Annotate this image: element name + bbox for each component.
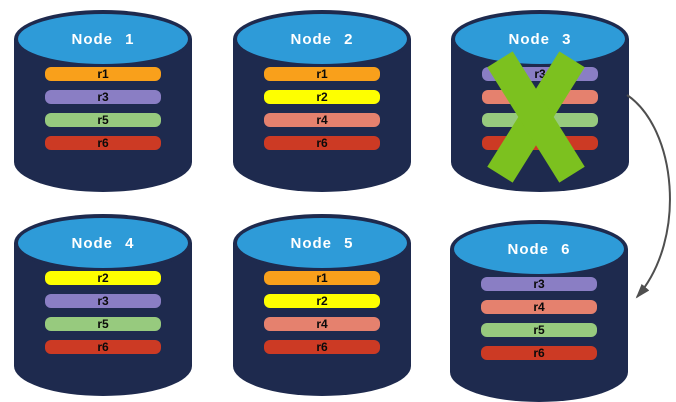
replica-list: r1 r3 r5 r6 xyxy=(45,67,161,150)
replica-label: r4 xyxy=(533,300,545,314)
node-title: Node 5 xyxy=(290,234,354,252)
cylinder-top: Node 3 xyxy=(455,14,625,64)
replica-bar: r1 xyxy=(264,271,380,285)
replica-bar: r2 xyxy=(45,271,161,285)
replica-label: r6 xyxy=(316,136,328,150)
replica-bar: r2 xyxy=(264,294,380,308)
arrow-curve xyxy=(626,94,671,299)
node-title: Node 4 xyxy=(71,234,135,252)
replica-bar: r3 xyxy=(481,277,597,291)
replica-bar: r5 xyxy=(45,113,161,127)
cylinder-top: Node 6 xyxy=(454,224,624,274)
node-1: Node 1 r1 r3 r5 r6 xyxy=(14,10,192,192)
replica-bar: r3 xyxy=(45,294,161,308)
replica-bar: r1 xyxy=(45,67,161,81)
replica-label: r1 xyxy=(316,67,328,81)
node-2: Node 2 r1 r2 r4 r6 xyxy=(233,10,411,192)
cylinder-top: Node 2 xyxy=(237,14,407,64)
replica-bar: r3 xyxy=(45,90,161,104)
replica-bar: r4 xyxy=(481,300,597,314)
node-3: Node 3 r3 xyxy=(451,10,629,192)
node-4: Node 4 r2 r3 r5 r6 xyxy=(14,214,192,396)
replica-bar xyxy=(482,136,598,150)
replica-label: r6 xyxy=(533,346,545,360)
cylinder-top: Node 1 xyxy=(18,14,188,64)
node-6: Node 6 r3 r4 r5 r6 xyxy=(450,220,628,402)
replica-label: r2 xyxy=(316,294,328,308)
replica-label: r1 xyxy=(97,67,109,81)
replica-bar: r6 xyxy=(481,346,597,360)
replica-list: r1 r2 r4 r6 xyxy=(264,271,380,354)
replica-label: r3 xyxy=(97,294,109,308)
replica-label: r2 xyxy=(316,90,328,104)
replica-label: r2 xyxy=(97,271,109,285)
replica-label: r4 xyxy=(316,317,328,331)
cylinder-top: Node 4 xyxy=(18,218,188,268)
replica-bar: r6 xyxy=(45,340,161,354)
replica-bar: r6 xyxy=(45,136,161,150)
replica-list: r2 r3 r5 r6 xyxy=(45,271,161,354)
node-title: Node 2 xyxy=(290,30,354,48)
node-5: Node 5 r1 r2 r4 r6 xyxy=(233,214,411,396)
replica-bar: r6 xyxy=(264,136,380,150)
replica-label: r4 xyxy=(316,113,328,127)
replica-list: r3 r4 r5 r6 xyxy=(481,277,597,360)
replica-bar: r1 xyxy=(264,67,380,81)
replica-label: r3 xyxy=(533,277,545,291)
replica-label: r6 xyxy=(97,340,109,354)
replica-label: r5 xyxy=(97,113,109,127)
replica-label: r6 xyxy=(97,136,109,150)
replica-label: r5 xyxy=(533,323,545,337)
replica-list: r3 xyxy=(482,67,598,150)
replica-label: r6 xyxy=(316,340,328,354)
replica-bar: r2 xyxy=(264,90,380,104)
replica-list: r1 r2 r4 r6 xyxy=(264,67,380,150)
node-title: Node 3 xyxy=(508,30,572,48)
replica-label: r5 xyxy=(97,317,109,331)
node-title: Node 1 xyxy=(71,30,135,48)
replica-bar xyxy=(482,90,598,104)
node-title: Node 6 xyxy=(507,240,571,258)
replica-bar: r6 xyxy=(264,340,380,354)
replica-label: r1 xyxy=(316,271,328,285)
replica-bar: r3 xyxy=(482,67,598,81)
replica-bar: r5 xyxy=(45,317,161,331)
replica-bar xyxy=(482,113,598,127)
replica-bar: r4 xyxy=(264,317,380,331)
replica-bar: r4 xyxy=(264,113,380,127)
replica-label: r3 xyxy=(534,67,546,81)
cylinder-top: Node 5 xyxy=(237,218,407,268)
replica-bar: r5 xyxy=(481,323,597,337)
replica-label: r3 xyxy=(97,90,109,104)
